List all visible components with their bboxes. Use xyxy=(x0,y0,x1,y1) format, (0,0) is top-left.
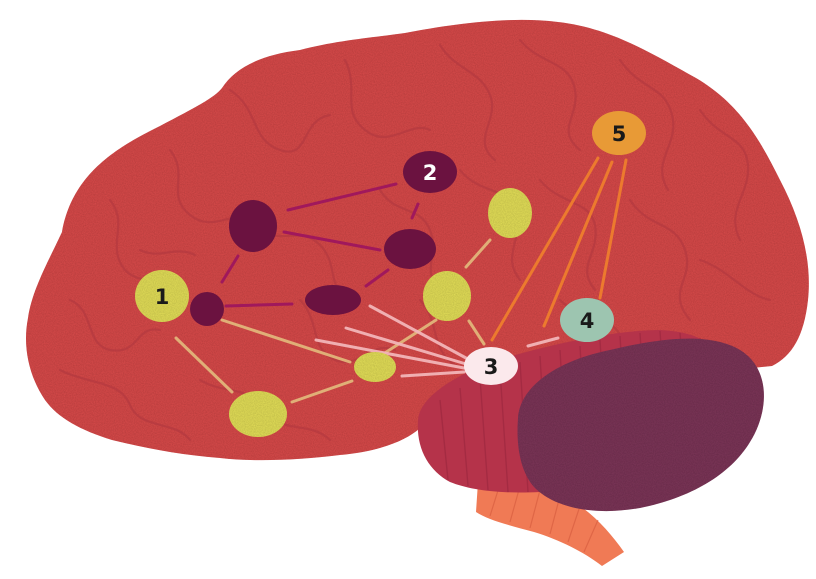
network-1-node xyxy=(423,271,471,321)
network-1-node xyxy=(488,188,532,238)
network-1-node xyxy=(354,352,396,382)
network-1-node xyxy=(229,391,287,437)
network-2-node xyxy=(190,292,224,326)
network-1-label: 1 xyxy=(155,285,170,309)
network-4-label: 4 xyxy=(580,309,595,333)
network-2-node xyxy=(384,229,436,269)
network-3-label: 3 xyxy=(484,355,499,379)
network-2-label: 2 xyxy=(423,161,438,185)
network-5-label: 5 xyxy=(612,122,627,146)
network-2-node xyxy=(305,285,361,315)
network-2-node xyxy=(229,200,277,252)
